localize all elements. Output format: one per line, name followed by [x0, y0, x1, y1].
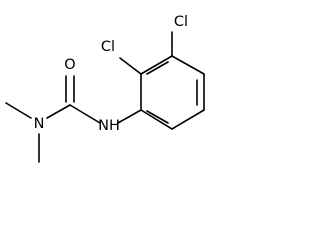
atom-cl-left: Cl [101, 39, 115, 55]
bond-nh-carbonyl [69, 104, 101, 124]
ring-bond-6 [140, 55, 173, 75]
bond-carbonyl-n [46, 104, 71, 119]
ring-bond-4 [140, 109, 173, 130]
ring-bond-3 [171, 109, 205, 130]
ring-double-bond-b [146, 110, 169, 124]
bond-ring-nh [117, 109, 142, 124]
bond-n-methyl-upper [5, 102, 32, 119]
atom-oxygen: O [64, 57, 75, 73]
benzene-ring [140, 55, 205, 130]
structure-diagram: Cl Cl O N NH [5, 14, 205, 163]
bond-ring-cl-left [119, 57, 142, 75]
ring-double-bond-c [146, 61, 169, 75]
ring-bond-1 [171, 55, 205, 75]
atom-amide-nh: NH [98, 118, 120, 134]
atom-amine-n: N [34, 116, 45, 132]
atom-cl-top: Cl [174, 14, 188, 30]
